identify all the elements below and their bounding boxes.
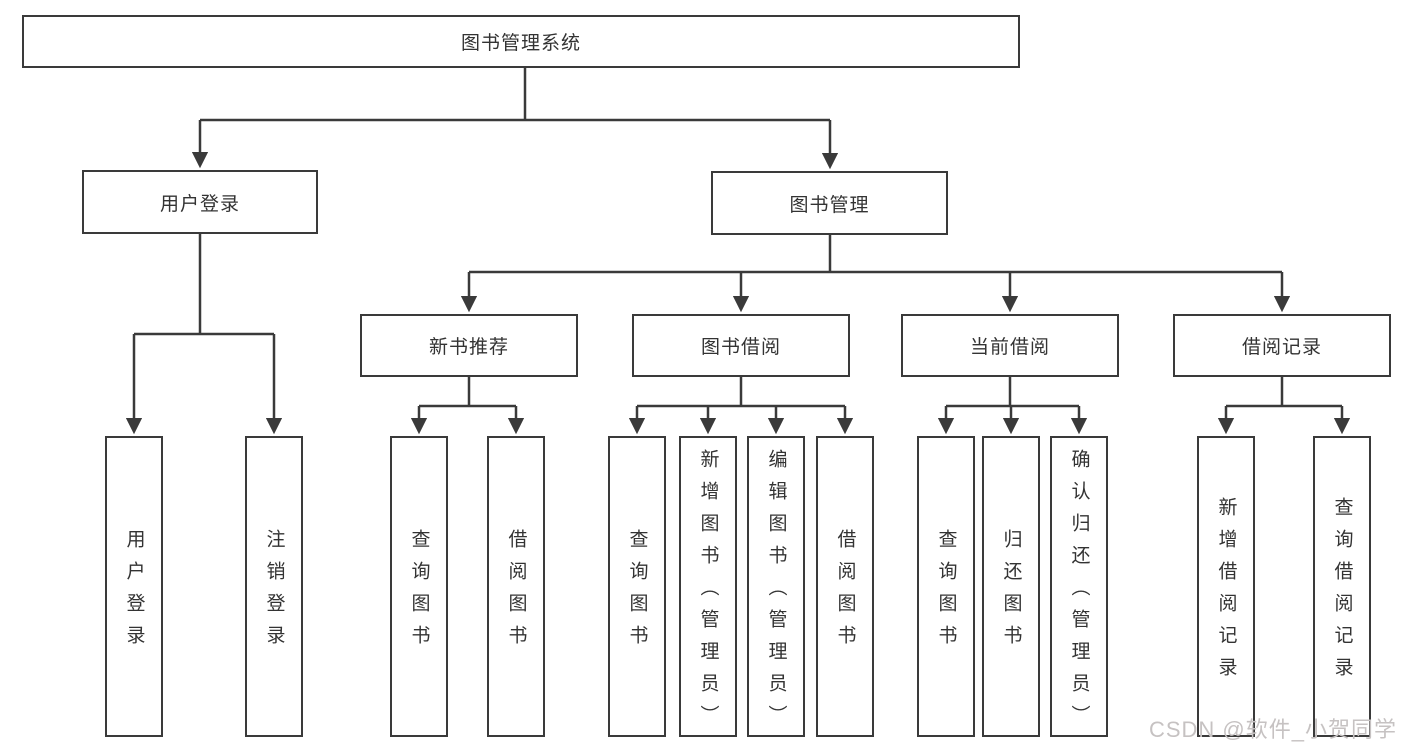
node-label: 查询图书 bbox=[408, 529, 430, 657]
node-label: 编辑图书（管理员） bbox=[765, 449, 787, 737]
node-label: 新书推荐 bbox=[428, 337, 509, 358]
leaf-return-book: 归还图书 bbox=[982, 436, 1040, 737]
leaf-add-borrow-record: 新增借阅记录 bbox=[1197, 436, 1255, 737]
node-book-management: 图书管理 bbox=[711, 171, 948, 235]
leaf-query-books: 查询图书 bbox=[390, 436, 448, 737]
node-library-management-system: 图书管理系统 bbox=[22, 15, 1020, 68]
node-label: 确认归还（管理员） bbox=[1068, 449, 1090, 737]
node-label: 图书管理 bbox=[789, 194, 870, 216]
node-label: 用户登录 bbox=[123, 529, 145, 657]
node-label: 新增图书（管理员） bbox=[697, 449, 719, 737]
leaf-query-books: 查询图书 bbox=[917, 436, 975, 737]
leaf-logout: 注销登录 bbox=[245, 436, 303, 737]
leaf-confirm-return-admin: 确认归还（管理员） bbox=[1050, 436, 1108, 737]
node-label: 新增借阅记录 bbox=[1215, 497, 1237, 689]
node-label: 归还图书 bbox=[1000, 529, 1022, 657]
node-current-borrow: 当前借阅 bbox=[901, 314, 1119, 377]
node-label: 用户登录 bbox=[159, 193, 240, 215]
node-label: 图书借阅 bbox=[700, 337, 781, 358]
node-label: 当前借阅 bbox=[969, 337, 1050, 358]
node-label: 注销登录 bbox=[263, 529, 285, 657]
leaf-add-book-admin: 新增图书（管理员） bbox=[679, 436, 737, 737]
node-label: 借阅记录 bbox=[1241, 337, 1322, 358]
csdn-watermark: CSDN @软件_小贺同学 bbox=[1148, 717, 1397, 742]
node-user-login: 用户登录 bbox=[82, 170, 318, 234]
leaf-edit-book-admin: 编辑图书（管理员） bbox=[747, 436, 805, 737]
leaf-query-borrow-record: 查询借阅记录 bbox=[1313, 436, 1371, 737]
leaf-query-books: 查询图书 bbox=[608, 436, 666, 737]
node-label: 借阅图书 bbox=[834, 529, 856, 657]
leaf-user-login: 用户登录 bbox=[105, 436, 163, 737]
node-borrow-records: 借阅记录 bbox=[1173, 314, 1391, 377]
node-label: 借阅图书 bbox=[505, 529, 527, 657]
node-label: 查询借阅记录 bbox=[1331, 497, 1353, 689]
leaf-borrow-books: 借阅图书 bbox=[816, 436, 874, 737]
node-label: 查询图书 bbox=[935, 529, 957, 657]
node-book-borrow: 图书借阅 bbox=[632, 314, 850, 377]
leaf-borrow-books: 借阅图书 bbox=[487, 436, 545, 737]
node-label: 图书管理系统 bbox=[460, 33, 581, 54]
node-label: 查询图书 bbox=[626, 529, 648, 657]
node-new-book-recommend: 新书推荐 bbox=[360, 314, 578, 377]
